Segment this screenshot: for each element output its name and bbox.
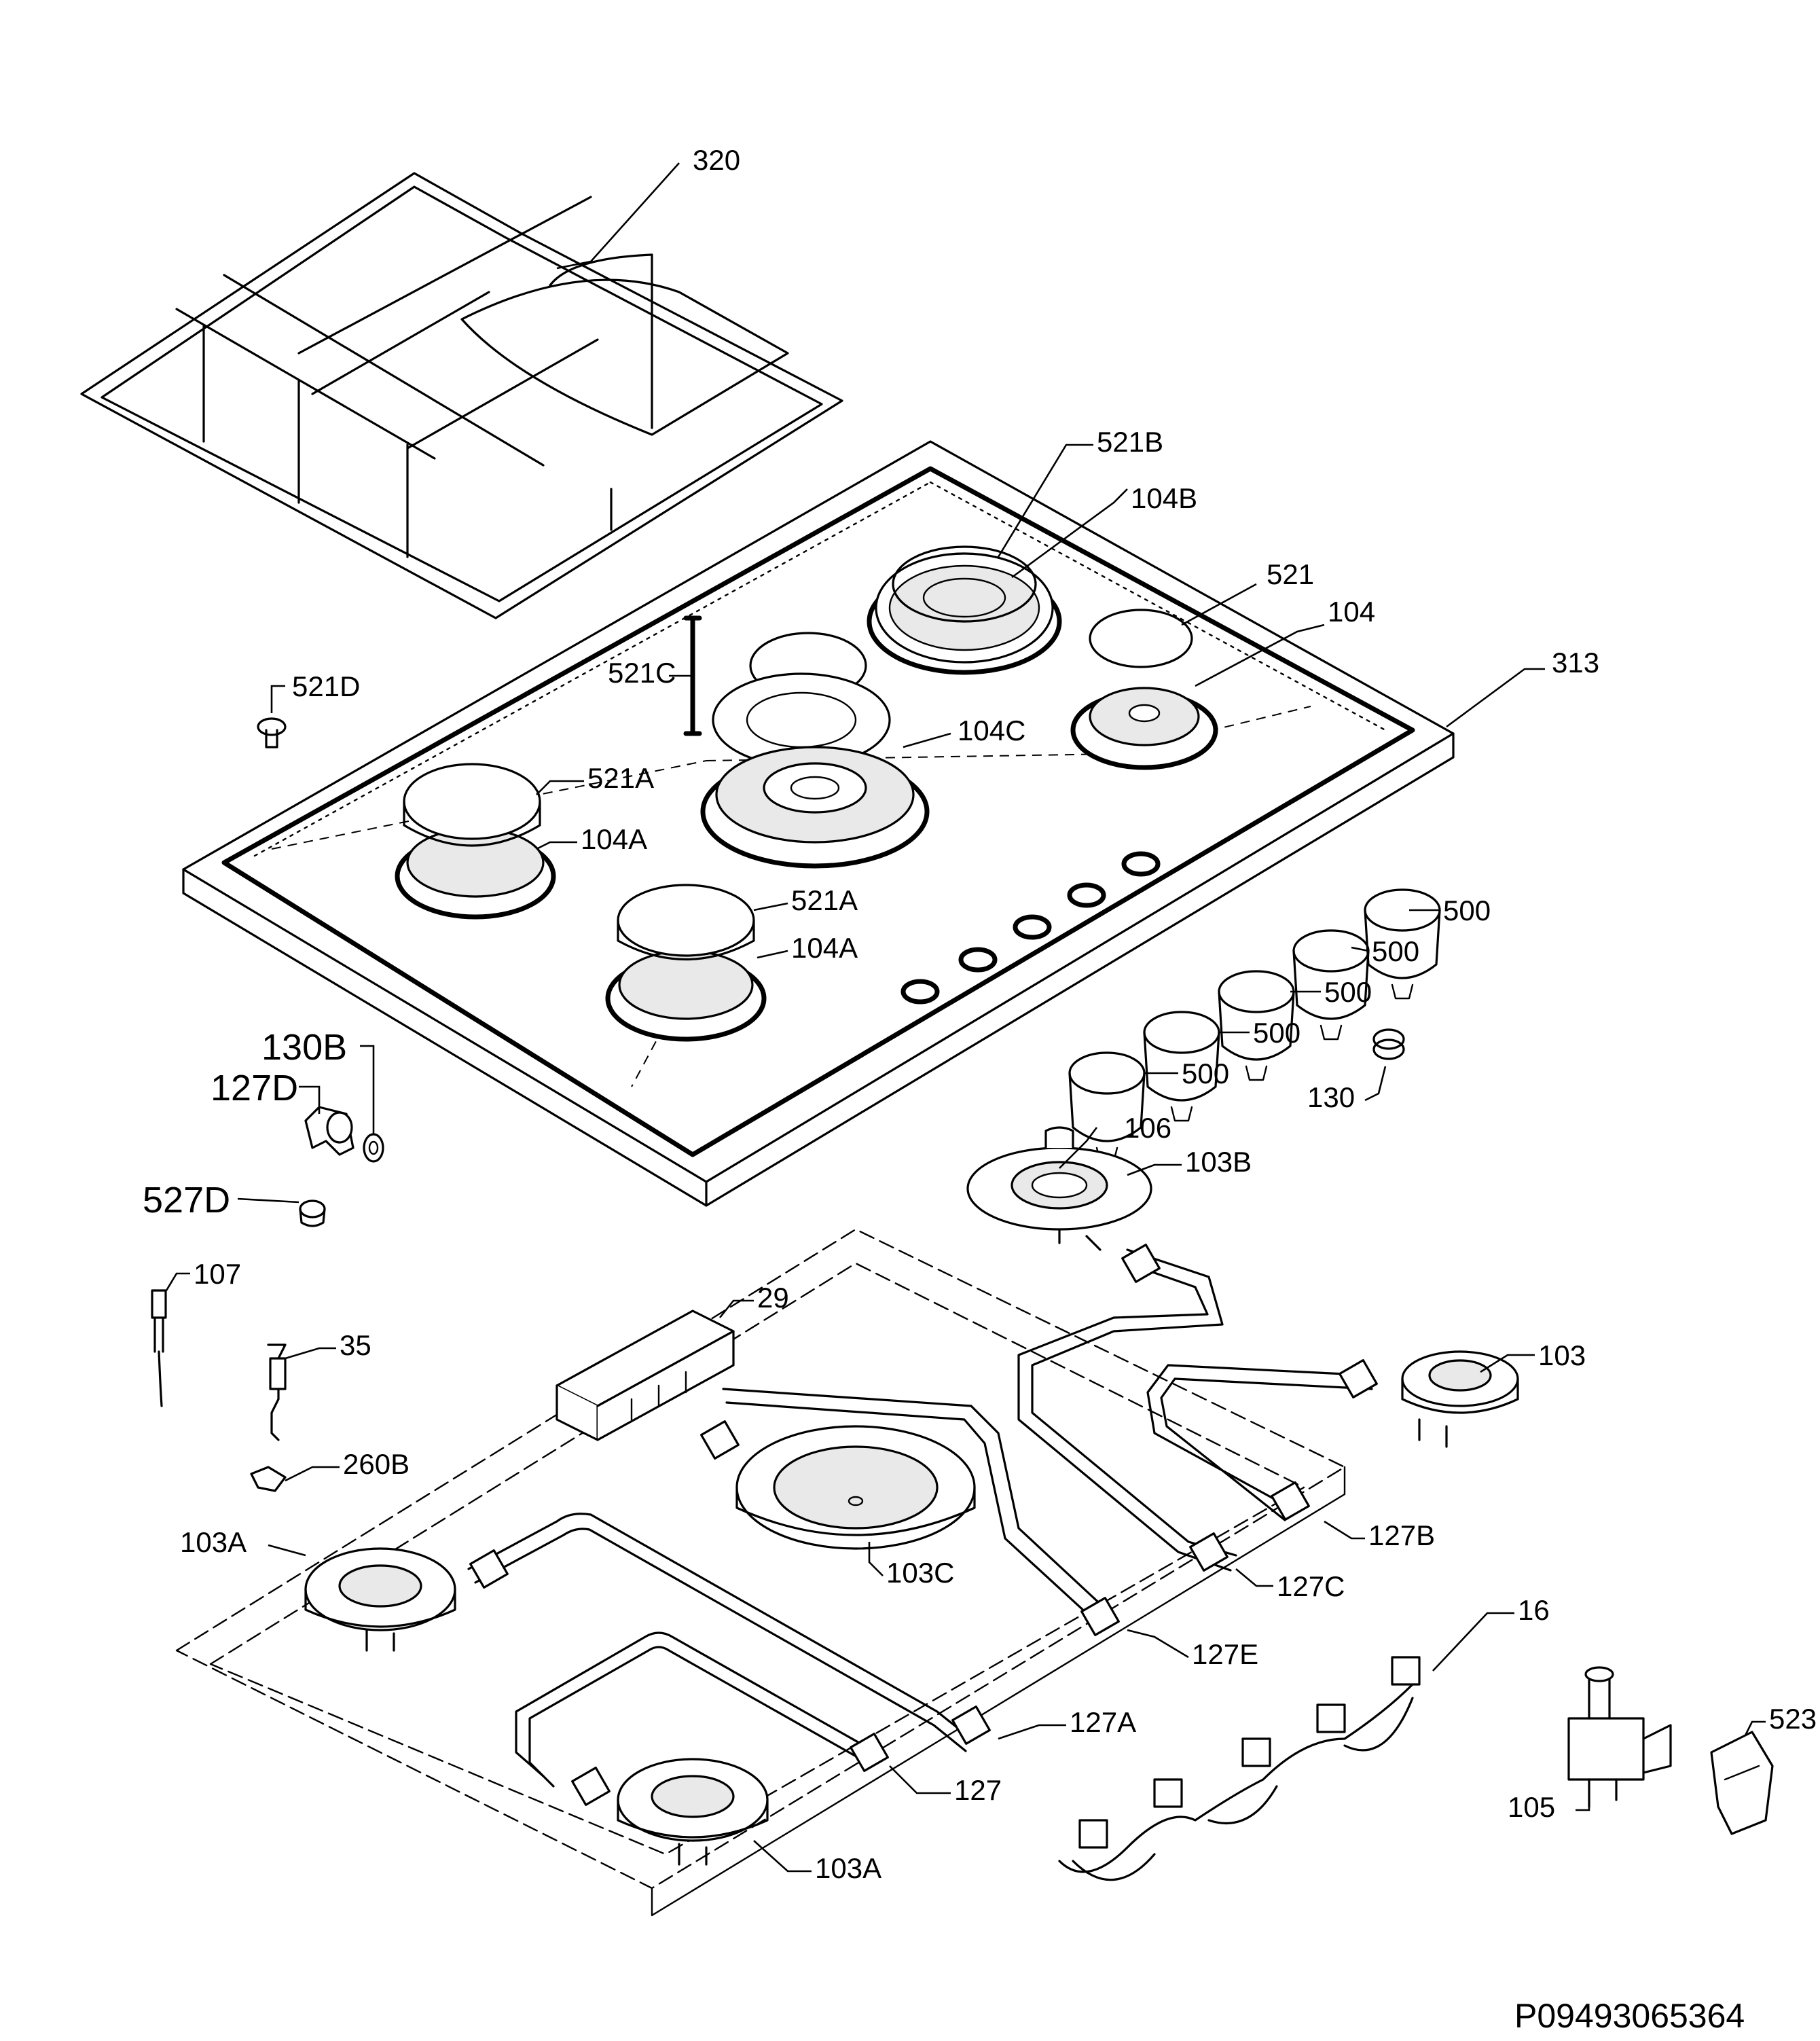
callout-127: 127 <box>954 1774 1002 1806</box>
pan-support-grid <box>80 172 843 619</box>
clip-523 <box>1710 1731 1774 1835</box>
callout-16: 16 <box>1518 1594 1550 1626</box>
callout-103a-2: 103A <box>815 1852 881 1884</box>
pipe-nuts <box>469 1244 1378 1806</box>
burner-cap-521a-left <box>395 763 556 920</box>
callout-130: 130 <box>1307 1081 1355 1113</box>
burner-body-103a-front <box>617 1758 769 1866</box>
callout-35: 35 <box>340 1329 371 1361</box>
knob-500-1 <box>1068 1051 1146 1163</box>
gas-pipes <box>467 1248 1373 1788</box>
burner-cap-521b <box>867 552 1062 675</box>
burner-cap-521a-front <box>605 884 767 1042</box>
burner-body-103c <box>735 1425 976 1550</box>
callout-500-4: 500 <box>1253 1017 1300 1049</box>
callout-500-5: 500 <box>1182 1058 1229 1089</box>
burner-crown-104c <box>700 746 930 869</box>
callout-521d: 521D <box>292 670 360 702</box>
washer-130b <box>363 1133 384 1163</box>
callout-127d: 127D <box>211 1068 298 1108</box>
callout-104: 104 <box>1328 596 1375 628</box>
callout-523: 523 <box>1769 1703 1817 1735</box>
burner-crown-104b <box>892 545 1037 623</box>
drawing-code: P09493065364 <box>1514 1997 1745 2035</box>
clip-260b <box>250 1466 287 1492</box>
callout-labels: 320 521B 104B 521 104 313 521C 521D 104C… <box>143 144 1817 1884</box>
gas-valve-105 <box>1567 1666 1672 1808</box>
callout-106: 106 <box>1124 1112 1171 1144</box>
callout-313: 313 <box>1552 647 1599 679</box>
nut-527d <box>299 1199 326 1227</box>
burner-body-103a-left <box>304 1547 456 1652</box>
callout-260b: 260B <box>343 1448 410 1480</box>
burner-body-103 <box>1401 1350 1519 1448</box>
callout-104b: 104B <box>1131 482 1197 514</box>
thermocouple-107 <box>151 1289 167 1407</box>
callout-103: 103 <box>1538 1339 1586 1371</box>
knob-holes <box>900 851 1161 1005</box>
callout-29: 29 <box>757 1282 789 1314</box>
callout-104a-2: 104A <box>791 932 858 964</box>
burner-body-103b <box>966 1126 1152 1251</box>
callout-127a: 127A <box>1070 1706 1136 1738</box>
ignition-cables-16 <box>1058 1656 1421 1881</box>
screw-521d <box>257 717 287 748</box>
knob-spring-130 <box>1372 1028 1405 1060</box>
callout-103c: 103C <box>886 1557 954 1589</box>
callout-500-3: 500 <box>1324 976 1372 1008</box>
callout-104c: 104C <box>958 715 1025 746</box>
spark-electrode-35 <box>267 1343 287 1441</box>
control-knobs <box>1068 888 1441 1163</box>
callout-320: 320 <box>693 144 740 176</box>
callout-103b: 103B <box>1185 1146 1252 1178</box>
callout-103a-1: 103A <box>180 1526 247 1558</box>
callout-500-2: 500 <box>1372 935 1419 967</box>
callout-107: 107 <box>194 1258 241 1290</box>
burner-cap-521c <box>683 615 891 767</box>
callout-105: 105 <box>1508 1791 1555 1823</box>
callout-127e: 127E <box>1192 1638 1258 1670</box>
callout-521a-1: 521A <box>587 762 654 794</box>
knob-500-3 <box>1218 970 1295 1081</box>
callout-521b: 521B <box>1097 426 1163 458</box>
ignition-generator-29 <box>556 1310 735 1441</box>
callout-127b: 127B <box>1368 1519 1435 1551</box>
knob-500-4 <box>1292 929 1370 1041</box>
callout-521a-2: 521A <box>791 884 858 916</box>
leader-lines <box>165 162 1766 1873</box>
callout-127c: 127C <box>1277 1570 1345 1602</box>
callout-500-1: 500 <box>1443 895 1491 926</box>
callout-104a-1: 104A <box>581 823 647 855</box>
callout-521c: 521C <box>608 657 676 689</box>
burner-cap-521 <box>1070 609 1218 770</box>
callout-527d: 527D <box>143 1180 230 1221</box>
elbow-fitting-127d <box>304 1106 354 1156</box>
callout-521: 521 <box>1267 558 1314 590</box>
callout-130b: 130B <box>261 1027 347 1068</box>
